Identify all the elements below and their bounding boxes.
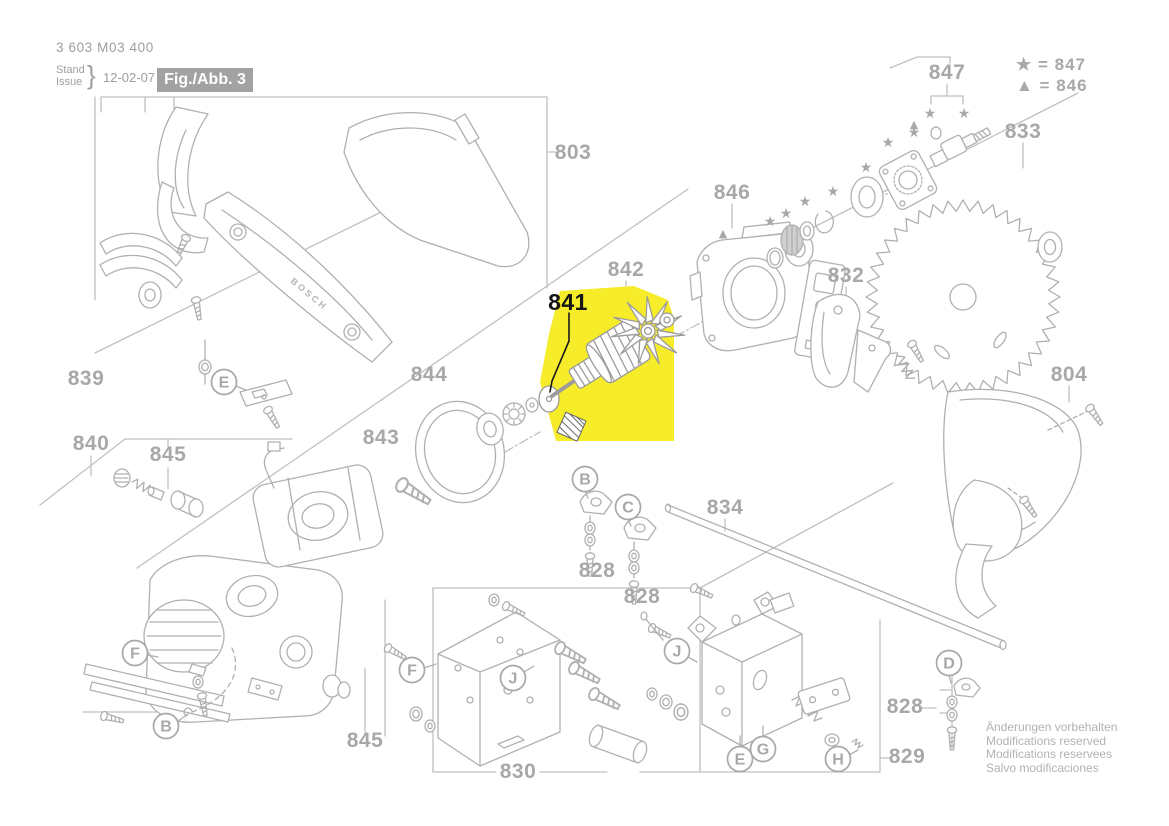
callout-j: J — [499, 664, 527, 692]
star-symbol: ★ — [908, 125, 921, 141]
callout-leader-lines — [146, 385, 952, 756]
lock-lever-drawing — [810, 293, 927, 393]
seal-ring-drawing — [476, 412, 504, 446]
svg-text:G: G — [757, 742, 769, 759]
callout-b: B — [571, 465, 599, 493]
e-bracket-drawing — [198, 339, 293, 431]
svg-text:B: B — [579, 472, 591, 489]
lower-guard-drawing — [952, 479, 1023, 619]
switch-parts-drawing — [113, 468, 204, 518]
svg-text:D: D — [943, 656, 955, 673]
cord-clip-drawing — [183, 647, 237, 718]
svg-text:E: E — [219, 375, 230, 392]
stand-issue-label: Stand Issue — [56, 64, 85, 88]
triangle-symbol: ▲ — [910, 118, 919, 131]
issue-label: Issue — [56, 75, 83, 88]
svg-text:F: F — [407, 663, 417, 680]
part-label-842: 842 — [608, 258, 645, 281]
svg-text:C: C — [622, 500, 634, 517]
upper-guard-plate-drawing — [343, 111, 530, 268]
triangle-symbol: ▲ — [719, 227, 728, 240]
cable-clamp-c-drawing — [623, 516, 657, 605]
motor-housing-drawing — [143, 555, 351, 723]
figure-label-box: Fig./Abb. 3 — [157, 68, 253, 92]
part-label-840: 840 — [73, 432, 110, 455]
part-label-832: 832 — [828, 264, 865, 287]
depth-rod-drawing — [664, 503, 1007, 651]
callout-d: D — [935, 649, 963, 677]
svg-text:F: F — [130, 646, 140, 663]
star-symbol: ★ — [860, 160, 873, 176]
callout-b: B — [152, 712, 180, 740]
catalog-number: 3 603 M03 400 — [56, 40, 154, 55]
part-label-804: 804 — [1051, 363, 1088, 386]
star-symbol: ★ — [827, 184, 840, 200]
star-symbol: ★ — [799, 194, 812, 210]
d-clamp-hardware-drawing — [946, 677, 981, 751]
part-label-847: 847 — [929, 61, 966, 84]
svg-text:J: J — [509, 671, 518, 688]
base-bracket-drawing — [382, 593, 664, 767]
callout-g: G — [749, 735, 777, 763]
small-bearing-drawing — [502, 397, 539, 426]
part-label-829: 829 — [889, 745, 926, 768]
link-plate-drawing — [646, 677, 851, 721]
callout-j: J — [663, 637, 691, 665]
star-symbol: ★ — [764, 214, 777, 230]
part-label-834: 834 — [707, 496, 744, 519]
part-label-846: 846 — [714, 181, 751, 204]
part-label-839: 839 — [68, 367, 105, 390]
brace-glyph: } — [87, 60, 96, 90]
star-symbol: ★ — [882, 135, 895, 151]
base-rails-drawing — [83, 663, 283, 727]
outer-flange-drawing — [1037, 231, 1063, 263]
svg-text:J: J — [673, 644, 682, 661]
callout-e: E — [726, 745, 754, 773]
part-label-830: 830 — [500, 760, 537, 783]
issue-date: 12-02-07 — [103, 70, 156, 85]
left-clamp-bracket-drawing — [99, 232, 205, 322]
mount-bracket-drawing — [646, 581, 803, 747]
roller-drawing — [588, 724, 648, 764]
part-label-845: 845 — [150, 443, 187, 466]
part-label-843: 843 — [363, 426, 400, 449]
stator-drawing — [252, 441, 384, 568]
svg-text:E: E — [735, 752, 746, 769]
callout-h: H — [824, 745, 852, 773]
svg-text:B: B — [160, 719, 172, 736]
part-label-828: 828 — [579, 559, 616, 582]
part-label-833: 833 — [1005, 120, 1042, 143]
stand-label: Stand — [56, 64, 85, 76]
spindle-drivetrain-drawing — [780, 126, 992, 256]
part-label-841-highlighted: 841 — [548, 289, 588, 315]
legend-item-triangle: ▲ = 846 — [1016, 76, 1088, 95]
footer-note: Modifications reserved — [986, 733, 1107, 748]
callout-c: C — [614, 493, 642, 521]
star-symbol: ★ — [958, 106, 971, 122]
part-label-803: 803 — [555, 141, 592, 164]
footer-note: Salvo modificaciones — [986, 760, 1099, 775]
footer-note: Änderungen vorbehalten — [986, 720, 1118, 734]
saw-blade-drawing — [865, 199, 1061, 395]
callout-f: F — [398, 656, 426, 684]
part-label-845: 845 — [347, 729, 384, 752]
part-label-828: 828 — [887, 695, 924, 718]
part-label-828: 828 — [624, 585, 661, 608]
symbol-legend: ★ = 847 ▲ = 846 — [1016, 54, 1088, 96]
part-label-844: 844 — [411, 363, 448, 386]
footer-note: Modifications reservees — [986, 747, 1113, 761]
pivot-bracket-drawing — [156, 106, 469, 259]
star-symbol: ★ — [924, 106, 937, 122]
armature-drawing — [538, 295, 686, 442]
star-symbol: ★ — [780, 206, 793, 222]
main-arm-drawing — [203, 191, 393, 363]
legend-item-star: ★ = 847 — [1016, 55, 1086, 74]
callout-e: E — [210, 368, 238, 396]
callout-f: F — [121, 639, 149, 667]
svg-text:H: H — [832, 752, 844, 769]
